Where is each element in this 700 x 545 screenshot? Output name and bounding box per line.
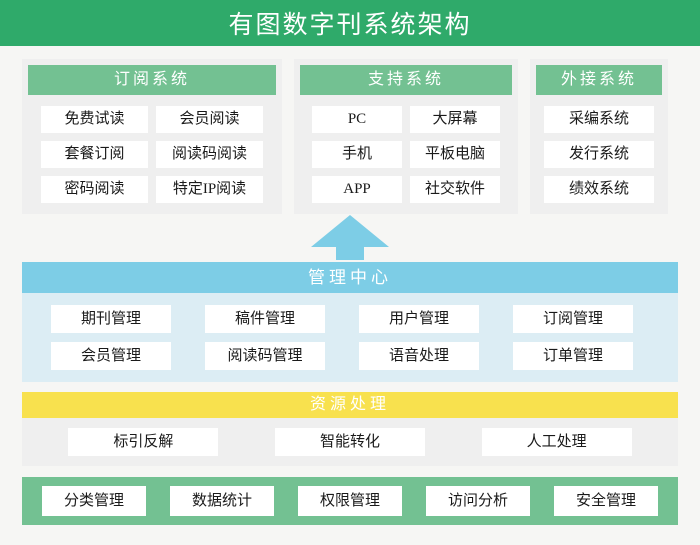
cell-order-management[interactable]: 订单管理 xyxy=(513,342,633,370)
bottom-utility-bar: 分类管理 数据统计 权限管理 访问分析 安全管理 xyxy=(22,477,678,525)
cell-read-code-management[interactable]: 阅读码管理 xyxy=(205,342,325,370)
cell-user-management[interactable]: 用户管理 xyxy=(359,305,479,333)
cell-subscription-management[interactable]: 订阅管理 xyxy=(513,305,633,333)
cell-read-code-read[interactable]: 阅读码阅读 xyxy=(156,141,263,168)
cell-manual-processing[interactable]: 人工处理 xyxy=(481,428,632,456)
cell-distribution-system[interactable]: 发行系统 xyxy=(544,141,654,168)
resource-processing-section: 资源处理 标引反解 智能转化 人工处理 xyxy=(22,392,678,466)
resource-processing-header: 资源处理 xyxy=(22,392,678,418)
cell-app[interactable]: APP xyxy=(312,176,402,203)
cell-security-management[interactable]: 安全管理 xyxy=(554,486,658,516)
panel-body-support: PC 大屏幕 手机 平板电脑 APP 社交软件 xyxy=(294,95,518,203)
cell-password-read[interactable]: 密码阅读 xyxy=(41,176,148,203)
cell-smart-conversion[interactable]: 智能转化 xyxy=(274,428,425,456)
resource-processing-body: 标引反解 智能转化 人工处理 xyxy=(22,418,678,456)
cell-category-management[interactable]: 分类管理 xyxy=(42,486,146,516)
cell-editing-system[interactable]: 采编系统 xyxy=(544,106,654,133)
panel-external-system: 外接系统 采编系统 发行系统 绩效系统 xyxy=(530,59,668,214)
panel-header-subscription: 订阅系统 xyxy=(28,65,276,95)
top-panels-row: 订阅系统 免费试读 会员阅读 套餐订阅 阅读码阅读 密码阅读 特定IP阅读 支持… xyxy=(0,46,700,214)
cell-member-read[interactable]: 会员阅读 xyxy=(156,106,263,133)
cell-free-trial-read[interactable]: 免费试读 xyxy=(41,106,148,133)
panel-header-support: 支持系统 xyxy=(300,65,512,95)
cell-specific-ip-read[interactable]: 特定IP阅读 xyxy=(156,176,263,203)
cell-social-software[interactable]: 社交软件 xyxy=(410,176,500,203)
cell-manuscript-management[interactable]: 稿件管理 xyxy=(205,305,325,333)
management-center-header: 管理中心 xyxy=(22,262,678,293)
management-center-body: 期刊管理 稿件管理 用户管理 订阅管理 会员管理 阅读码管理 语音处理 订单管理 xyxy=(22,293,678,370)
cell-data-statistics[interactable]: 数据统计 xyxy=(170,486,274,516)
cell-mobile-phone[interactable]: 手机 xyxy=(312,141,402,168)
cell-voice-processing[interactable]: 语音处理 xyxy=(359,342,479,370)
up-arrow-icon xyxy=(311,215,389,260)
panel-support-system: 支持系统 PC 大屏幕 手机 平板电脑 APP 社交软件 xyxy=(294,59,518,214)
panel-body-subscription: 免费试读 会员阅读 套餐订阅 阅读码阅读 密码阅读 特定IP阅读 xyxy=(22,95,282,203)
panel-header-external: 外接系统 xyxy=(536,65,662,95)
cell-tablet[interactable]: 平板电脑 xyxy=(410,141,500,168)
cell-permission-management[interactable]: 权限管理 xyxy=(298,486,402,516)
panel-subscription-system: 订阅系统 免费试读 会员阅读 套餐订阅 阅读码阅读 密码阅读 特定IP阅读 xyxy=(22,59,282,214)
panel-body-external: 采编系统 发行系统 绩效系统 xyxy=(530,95,668,203)
title-bar: 有图数字刊系统架构 xyxy=(0,0,700,46)
cell-package-subscribe[interactable]: 套餐订阅 xyxy=(41,141,148,168)
cell-journal-management[interactable]: 期刊管理 xyxy=(51,305,171,333)
management-center-section: 管理中心 期刊管理 稿件管理 用户管理 订阅管理 会员管理 阅读码管理 语音处理… xyxy=(22,262,678,382)
cell-index-reverse-parse[interactable]: 标引反解 xyxy=(68,428,219,456)
cell-performance-system[interactable]: 绩效系统 xyxy=(544,176,654,203)
cell-member-management[interactable]: 会员管理 xyxy=(51,342,171,370)
cell-access-analysis[interactable]: 访问分析 xyxy=(426,486,530,516)
arrow-connector-area xyxy=(0,214,700,262)
cell-pc[interactable]: PC xyxy=(312,106,402,133)
cell-big-screen[interactable]: 大屏幕 xyxy=(410,106,500,133)
page-title: 有图数字刊系统架构 xyxy=(228,12,472,39)
